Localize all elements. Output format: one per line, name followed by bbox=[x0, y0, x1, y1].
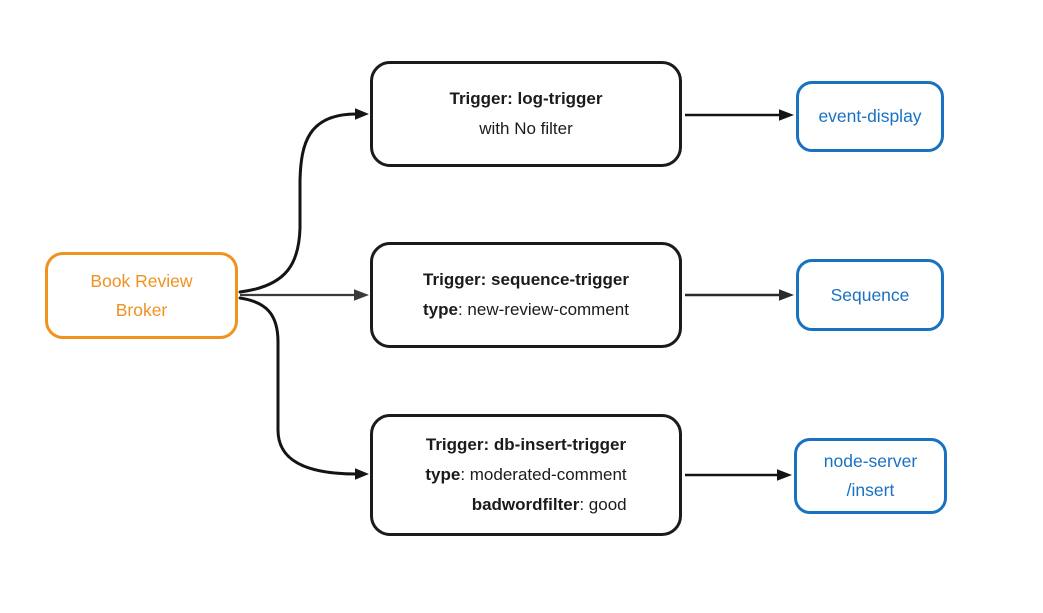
broker-node: Book Review Broker bbox=[45, 252, 238, 339]
sink-label-line: /insert bbox=[846, 480, 895, 500]
edge-broker-to-db-insert-trigger bbox=[238, 296, 369, 480]
trigger-label-line: Trigger: sequence-trigger bbox=[423, 270, 629, 289]
edge-sequence-trigger-to-sequence bbox=[685, 289, 794, 301]
trigger-db-insert-label: Trigger: db-insert-trigger type: moderat… bbox=[425, 430, 626, 520]
arrowhead-icon bbox=[354, 289, 369, 301]
broker-label-line: Book Review bbox=[90, 270, 193, 291]
trigger-sequence-label: Trigger: sequence-trigger type: new-revi… bbox=[423, 265, 629, 325]
sink-label-line: Sequence bbox=[830, 284, 910, 305]
trigger-label-line: with No filter bbox=[479, 119, 573, 138]
arrowhead-icon bbox=[777, 469, 792, 481]
sink-node-node-server-insert: node-server /insert bbox=[794, 438, 947, 514]
arrowhead-icon bbox=[355, 468, 369, 480]
trigger-node-log: Trigger: log-trigger with No filter bbox=[370, 61, 682, 167]
sink-label-line: node-server bbox=[823, 451, 918, 471]
trigger-label-line: type: new-review-comment bbox=[423, 300, 629, 319]
sink-node-event-display: event-display bbox=[796, 81, 944, 152]
broker-label-line: Broker bbox=[115, 299, 168, 320]
arrowhead-icon bbox=[355, 108, 369, 120]
trigger-node-db-insert: Trigger: db-insert-trigger type: moderat… bbox=[370, 414, 682, 536]
trigger-label-line: type: moderated-comment bbox=[425, 465, 627, 484]
sink-node-sequence: Sequence bbox=[796, 259, 944, 331]
arrowhead-icon bbox=[779, 109, 794, 121]
sink-label: Sequence bbox=[831, 281, 910, 310]
sink-label: event-display bbox=[818, 102, 921, 131]
edge-broker-to-sequence-trigger bbox=[240, 289, 369, 301]
sink-label: node-server /insert bbox=[824, 447, 917, 505]
sink-label-line: event-display bbox=[818, 106, 922, 126]
edge-db-insert-trigger-to-node-server bbox=[685, 469, 792, 481]
trigger-label-line: Trigger: log-trigger bbox=[449, 89, 603, 108]
edge-broker-to-log-trigger bbox=[238, 108, 369, 294]
arrowhead-icon bbox=[779, 289, 794, 301]
trigger-label-line: badwordfilter: good bbox=[471, 495, 627, 514]
trigger-log-label: Trigger: log-trigger with No filter bbox=[450, 84, 603, 144]
trigger-label-line: Trigger: db-insert-trigger bbox=[425, 435, 627, 454]
edge-log-trigger-to-event-display bbox=[685, 109, 794, 121]
trigger-node-sequence: Trigger: sequence-trigger type: new-revi… bbox=[370, 242, 682, 348]
broker-label: Book Review Broker bbox=[90, 267, 192, 325]
